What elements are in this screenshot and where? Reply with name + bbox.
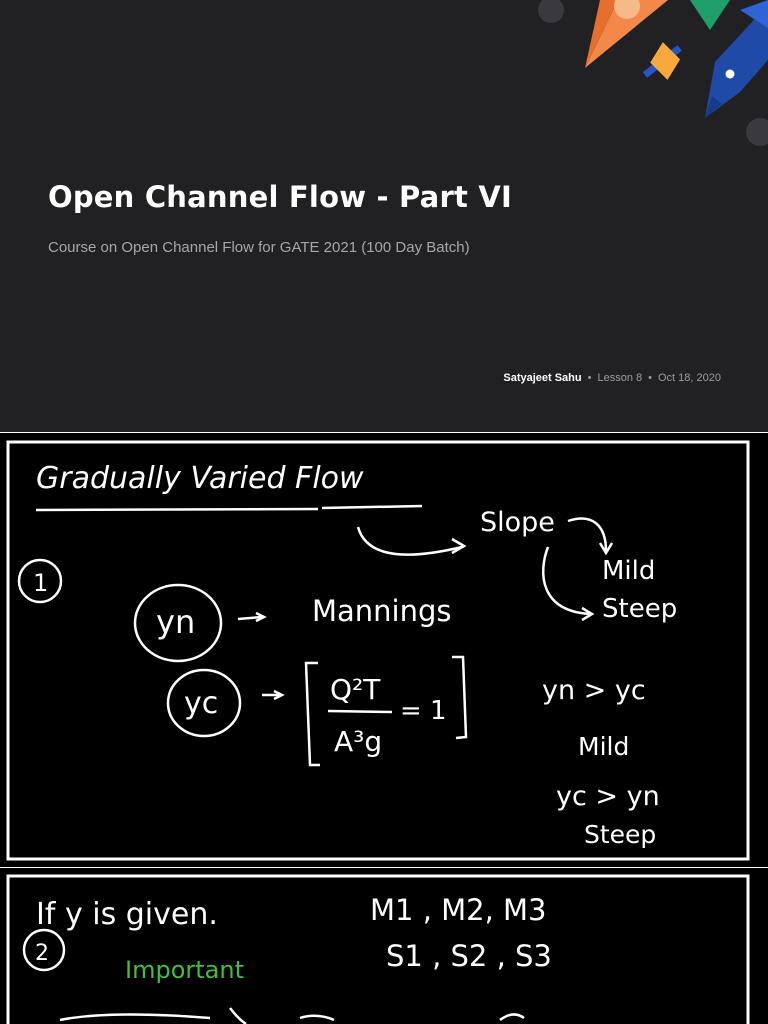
mild-condition-label: Mild bbox=[578, 732, 629, 761]
item-number-circle bbox=[17, 558, 63, 604]
yc-symbol: yc bbox=[184, 686, 218, 721]
lesson-date: Oct 18, 2020 bbox=[658, 372, 721, 384]
important-note: Important bbox=[125, 956, 244, 984]
lesson-meta: Satyajeet Sahu • Lesson 8 • Oct 18, 2020 bbox=[503, 372, 721, 384]
given-statement: If y is given. bbox=[36, 897, 218, 932]
handwritten-notes-2: If y is given. 2 Important M1 , M2, M3 S… bbox=[6, 874, 750, 1024]
lesson-number: Lesson 8 bbox=[597, 372, 643, 384]
notes-slide-2: If y is given. 2 Important M1 , M2, M3 S… bbox=[0, 868, 768, 1024]
rocket-illustration bbox=[538, 0, 768, 146]
slope-label: Slope bbox=[480, 507, 555, 538]
course-subtitle: Course on Open Channel Flow for GATE 202… bbox=[48, 239, 470, 256]
item-number-2: 2 bbox=[35, 941, 49, 966]
steep-condition: yc > yn bbox=[556, 781, 660, 812]
mannings-label: Mannings bbox=[312, 594, 452, 628]
lesson-cover: Open Channel Flow - Part VI Course on Op… bbox=[0, 0, 768, 432]
steep-condition-label: Steep bbox=[584, 820, 656, 849]
critical-eq-rhs: = 1 bbox=[400, 696, 447, 726]
slide-frame bbox=[6, 440, 750, 861]
author-name[interactable]: Satyajeet Sahu bbox=[503, 372, 582, 384]
notes-slide-1: Gradually Varied Flow Slope Mild Steep 1… bbox=[0, 433, 768, 867]
meta-separator: • bbox=[587, 372, 592, 384]
critical-eq-numerator: Q²T bbox=[330, 673, 381, 706]
lesson-title: Open Channel Flow - Part VI bbox=[48, 180, 512, 214]
item-number: 1 bbox=[33, 569, 48, 597]
m-profiles: M1 , M2, M3 bbox=[370, 893, 547, 927]
mild-condition: yn > yc bbox=[542, 675, 646, 706]
s-profiles: S1 , S2 , S3 bbox=[386, 939, 552, 973]
critical-eq-denominator: A³g bbox=[334, 725, 382, 758]
slide-heading: Gradually Varied Flow bbox=[36, 461, 364, 496]
yn-symbol: yn bbox=[156, 603, 195, 641]
slide-frame-2 bbox=[6, 874, 750, 1024]
steep-label: Steep bbox=[602, 594, 677, 624]
mild-label: Mild bbox=[602, 556, 655, 586]
handwritten-notes: Gradually Varied Flow Slope Mild Steep 1… bbox=[6, 440, 750, 861]
meta-separator: • bbox=[648, 372, 652, 384]
